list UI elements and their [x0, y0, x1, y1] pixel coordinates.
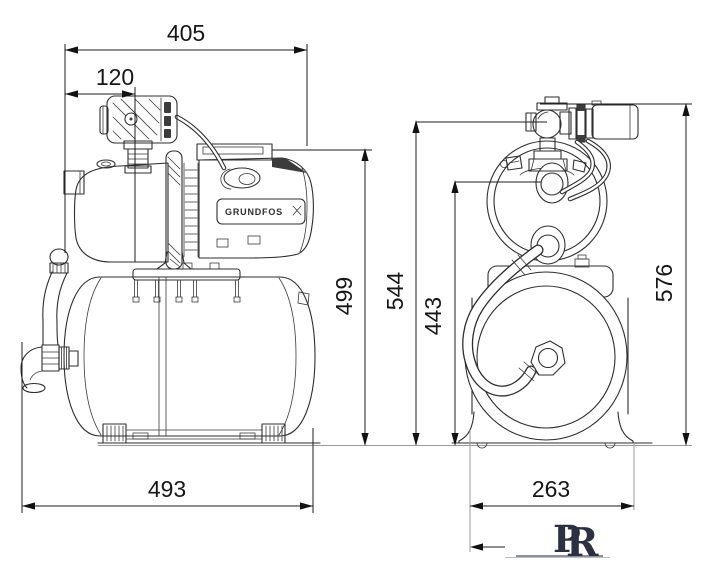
- cable-gland: [223, 167, 261, 189]
- brand-text: GRUNDFOS: [225, 207, 283, 217]
- dim-label-493: 493: [148, 476, 186, 502]
- terminal-box: [196, 143, 273, 161]
- dimension-height-to-valve: 544: [382, 120, 547, 446]
- pressure-switch-front: [591, 104, 639, 140]
- dim-label-443: 443: [420, 297, 446, 335]
- nameplate: [216, 198, 306, 225]
- dimension-base-width: 263: [469, 430, 635, 552]
- priming-plug-side: [96, 159, 116, 169]
- watermark-letter-r: R: [566, 520, 599, 566]
- tank-feet-side: [102, 423, 286, 444]
- left-foot-front: [458, 411, 506, 444]
- dimension-height-to-motor-top: 499: [272, 148, 372, 446]
- side-view: GRUNDFOS 405: [20, 20, 692, 513]
- dimension-overall-length: 405: [64, 20, 308, 253]
- flexible-hose-front: [462, 244, 566, 397]
- dimension-base-length: 493: [21, 342, 314, 513]
- pressure-switch: [99, 95, 178, 174]
- dim-label-263: 263: [532, 476, 570, 502]
- dimension-switch-offset: 120: [65, 64, 136, 262]
- dim-label-576: 576: [651, 264, 677, 302]
- pump-body-side: [63, 159, 169, 263]
- pump-pedestal: [156, 251, 192, 270]
- dimension-overall-height: 576: [540, 103, 692, 446]
- pump-saddle-bracket: [132, 251, 241, 303]
- dim-label-120: 120: [96, 64, 134, 90]
- dim-label-405: 405: [167, 20, 205, 46]
- discharge-hose-side: [20, 248, 79, 394]
- tank-side: [63, 276, 316, 437]
- watermark-letter-p: P: [553, 517, 581, 561]
- tank-label-plate: [297, 291, 310, 306]
- valve-assembly-front: [525, 96, 639, 202]
- hose-union-hex: [530, 340, 566, 376]
- watermark-logo: P R: [505, 517, 610, 566]
- tank-elbow: [20, 346, 43, 389]
- ball-valve: [532, 109, 562, 139]
- dim-label-499: 499: [331, 277, 357, 315]
- switch-label-text: [164, 102, 171, 113]
- dimension-height-to-port: 443: [420, 180, 541, 446]
- motor-side: GRUNDFOS: [174, 114, 314, 259]
- suction-port: [63, 170, 85, 195]
- right-foot-front: [587, 411, 634, 444]
- dim-label-544: 544: [382, 272, 408, 311]
- front-view: 544 443 576 263: [382, 96, 692, 552]
- brand-mark-icon: [292, 205, 302, 216]
- clamp-ring: [165, 150, 183, 270]
- ejector-section: [183, 162, 199, 258]
